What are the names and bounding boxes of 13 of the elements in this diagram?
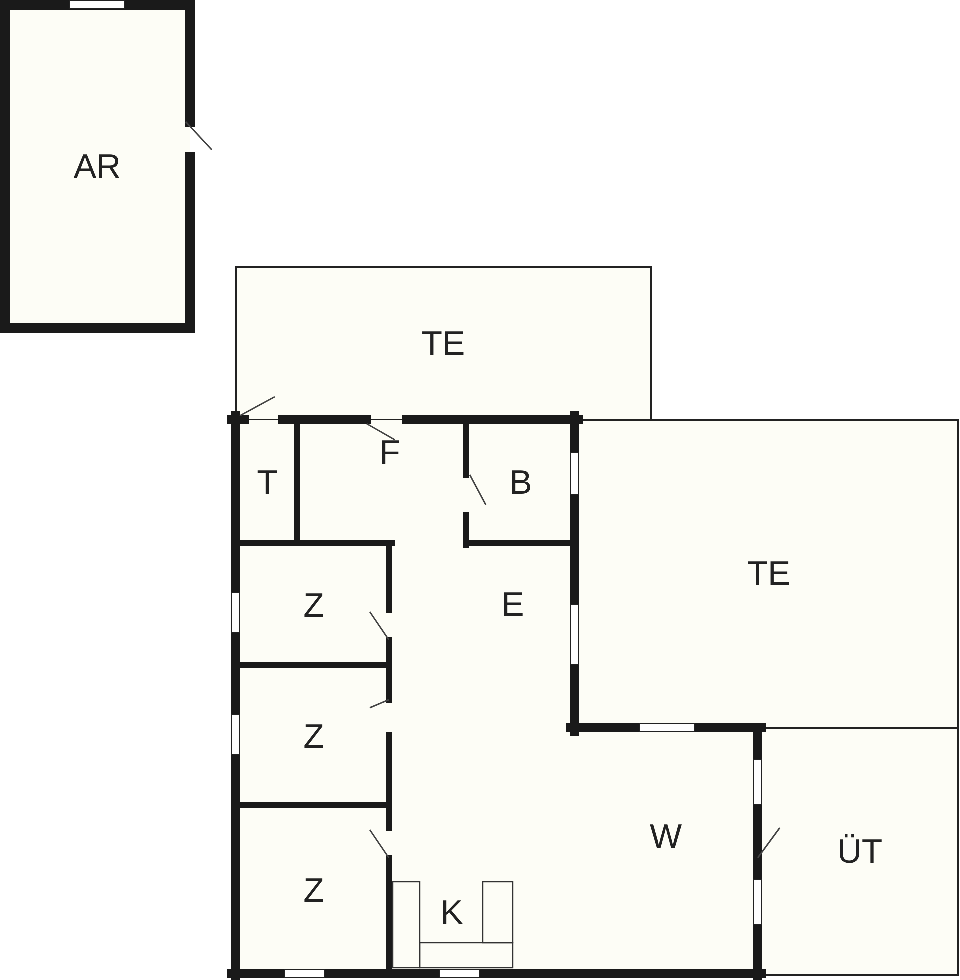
room-label: Z: [304, 720, 324, 754]
room-label: TE: [747, 557, 791, 591]
room-label: B: [510, 466, 532, 500]
room-label: TE: [422, 326, 466, 360]
room-label: F: [380, 436, 400, 470]
room-label: Z: [304, 588, 324, 622]
room-label: T: [257, 466, 278, 500]
room-label: K: [440, 896, 464, 930]
room-label: W: [650, 820, 682, 854]
room-label: E: [502, 588, 524, 622]
room-label: AR: [74, 150, 122, 184]
room-label: Z: [304, 874, 324, 908]
room-label: ÜT: [837, 834, 883, 868]
